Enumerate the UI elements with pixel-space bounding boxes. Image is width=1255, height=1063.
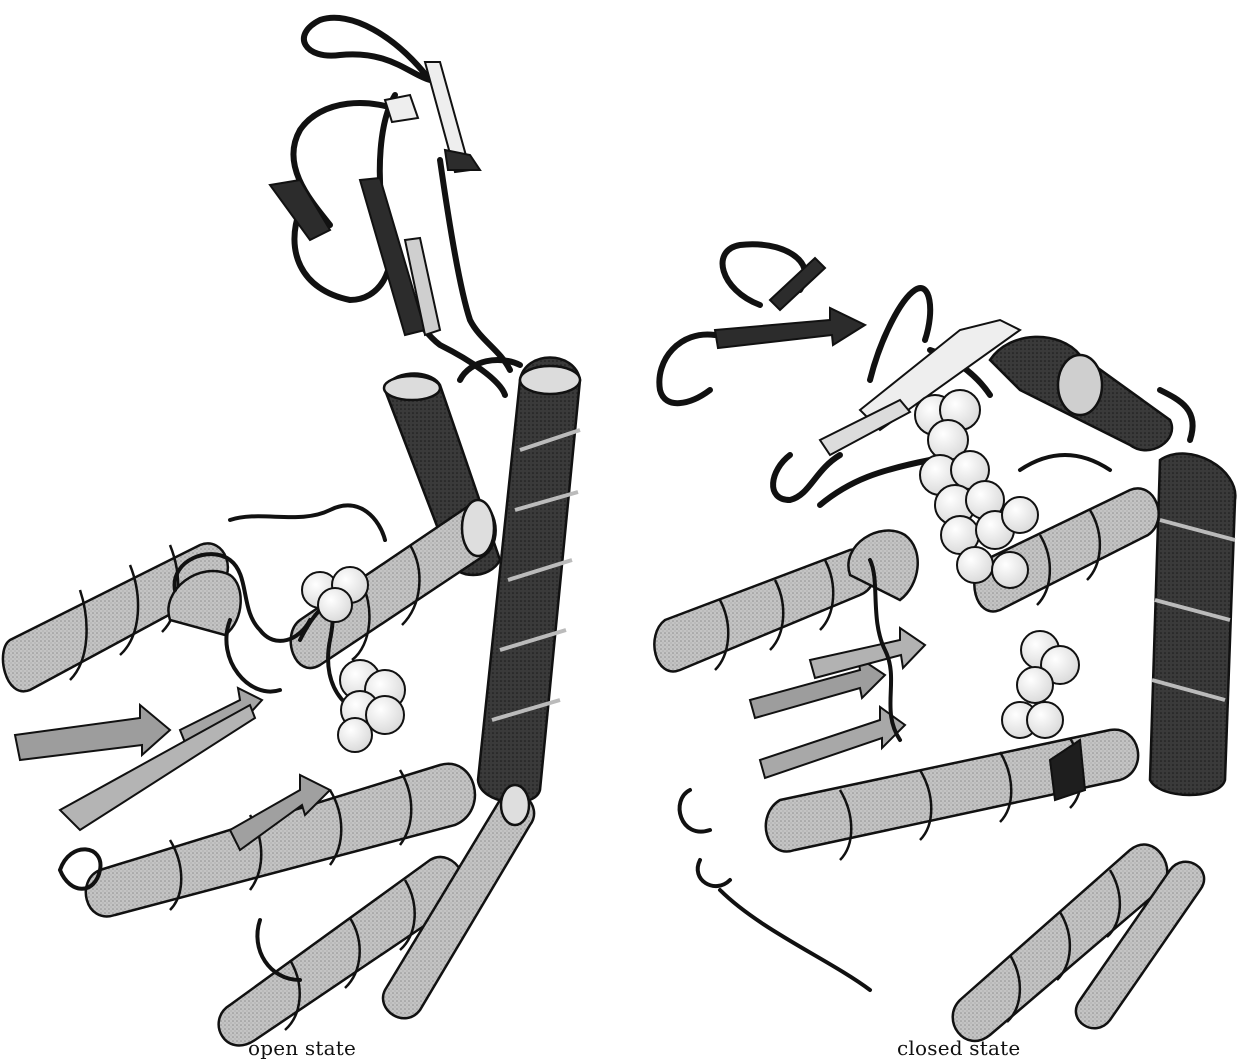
open-loops <box>293 18 520 395</box>
caption-closed-state: closed state <box>897 1036 1020 1060</box>
closed-state-structure <box>654 244 1235 1041</box>
open-state-structure <box>3 18 580 1046</box>
closed-beta-strands <box>715 258 1020 455</box>
closed-light-helices <box>654 488 1204 1041</box>
caption-open-state: open state <box>248 1036 356 1060</box>
